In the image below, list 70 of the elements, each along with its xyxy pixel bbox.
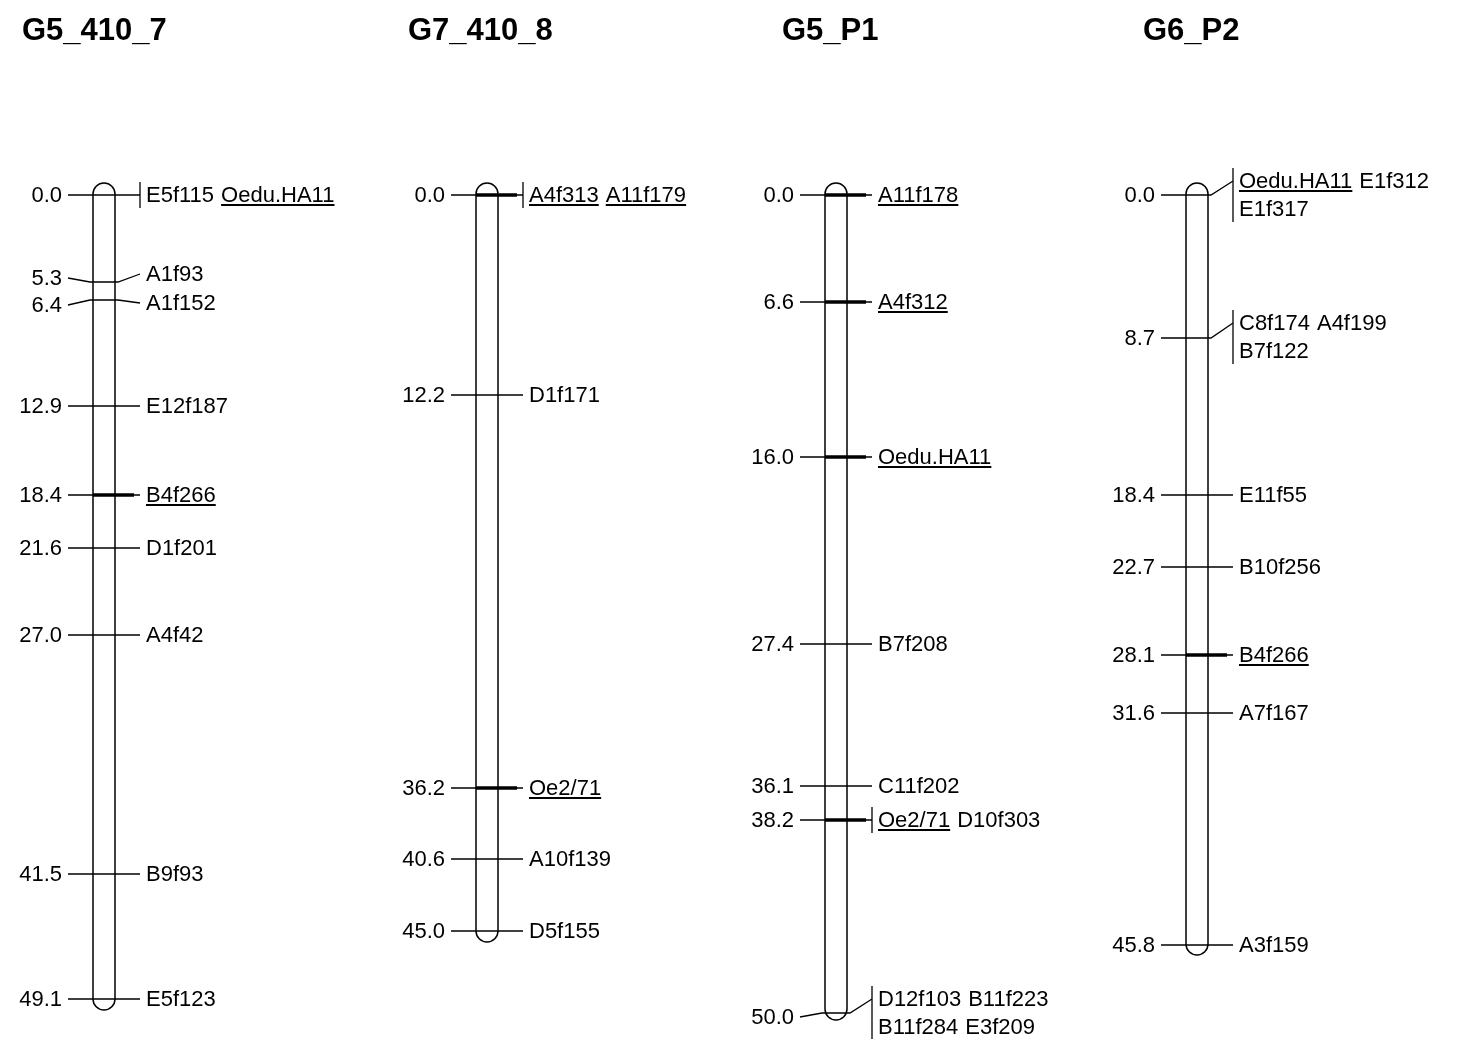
marker-label: B7f208 xyxy=(878,631,948,657)
marker-label: A7f167 xyxy=(1239,700,1309,726)
chromosome-title: G7_410_8 xyxy=(408,12,553,48)
position-label: 0.0 xyxy=(1124,182,1155,208)
position-label: 38.2 xyxy=(751,807,794,833)
marker-label: A10f139 xyxy=(529,846,611,872)
marker-label: A4f42 xyxy=(146,622,204,648)
marker-label: A11f179 xyxy=(605,182,687,208)
marker-label: E12f187 xyxy=(146,393,228,419)
marker-label: B4f266 xyxy=(1239,642,1309,668)
marker-label: C11f202 xyxy=(878,773,960,799)
marker-label: B7f122 xyxy=(1239,338,1309,364)
marker-label: A4f199 xyxy=(1316,310,1387,336)
position-label: 6.4 xyxy=(31,292,62,318)
position-label: 21.6 xyxy=(19,535,62,561)
marker-label: Oedu.HA11 xyxy=(878,444,992,470)
marker-label: A1f152 xyxy=(146,290,216,316)
position-label: 31.6 xyxy=(1112,700,1155,726)
position-label: 5.3 xyxy=(31,265,62,291)
position-label: 18.4 xyxy=(1112,482,1155,508)
position-label: 49.1 xyxy=(19,986,62,1012)
position-label: 28.1 xyxy=(1112,642,1155,668)
position-label: 12.9 xyxy=(19,393,62,419)
marker-label: A4f313 xyxy=(529,182,599,208)
position-label: 27.0 xyxy=(19,622,62,648)
marker-label: A1f93 xyxy=(146,261,204,287)
marker-label: Oedu.HA11 xyxy=(1239,168,1353,194)
marker-label: A4f312 xyxy=(878,289,948,315)
position-label: 18.4 xyxy=(19,482,62,508)
marker-label: E11f55 xyxy=(1239,482,1308,508)
position-label: 45.8 xyxy=(1112,932,1155,958)
position-label: 0.0 xyxy=(31,182,62,208)
position-label: 8.7 xyxy=(1124,325,1155,351)
position-label: 36.2 xyxy=(402,775,445,801)
marker-label: E5f115 xyxy=(146,182,215,208)
position-label: 45.0 xyxy=(402,918,445,944)
marker-label: E1f312 xyxy=(1359,168,1430,194)
marker-label: B11f223 xyxy=(968,986,1049,1012)
marker-label: D5f155 xyxy=(529,918,600,944)
position-label: 50.0 xyxy=(751,1004,794,1030)
marker-label: A11f178 xyxy=(878,182,959,208)
marker-label: Oe2/71 xyxy=(878,807,951,833)
position-label: 12.2 xyxy=(402,382,445,408)
position-label: 6.6 xyxy=(763,289,794,315)
marker-label: Oedu.HA11 xyxy=(221,182,335,208)
marker-label: B4f266 xyxy=(146,482,216,508)
chromosome-title: G5_410_7 xyxy=(22,12,167,48)
marker-label: D10f303 xyxy=(957,807,1041,833)
position-label: 16.0 xyxy=(751,444,794,470)
marker-label: B11f284 xyxy=(878,1014,959,1039)
marker-label: C8f174 xyxy=(1239,310,1310,336)
marker-label: E3f209 xyxy=(965,1014,1036,1039)
marker-label: D1f171 xyxy=(529,382,600,408)
chromosome-title: G6_P2 xyxy=(1143,12,1240,48)
marker-label: D12f103 xyxy=(878,986,962,1012)
marker-label: A3f159 xyxy=(1239,932,1309,958)
position-label: 0.0 xyxy=(414,182,445,208)
position-label: 36.1 xyxy=(751,773,794,799)
marker-label: Oe2/71 xyxy=(529,775,602,801)
position-label: 27.4 xyxy=(751,631,794,657)
marker-label: B10f256 xyxy=(1239,554,1321,580)
position-label: 41.5 xyxy=(19,861,62,887)
position-label: 22.7 xyxy=(1112,554,1155,580)
marker-label: E1f317 xyxy=(1239,196,1309,222)
marker-label: B9f93 xyxy=(146,861,204,887)
position-label: 0.0 xyxy=(763,182,794,208)
marker-label: E5f123 xyxy=(146,986,216,1012)
position-label: 40.6 xyxy=(402,846,445,872)
marker-label: D1f201 xyxy=(146,535,217,561)
chromosome-title: G5_P1 xyxy=(782,12,879,48)
